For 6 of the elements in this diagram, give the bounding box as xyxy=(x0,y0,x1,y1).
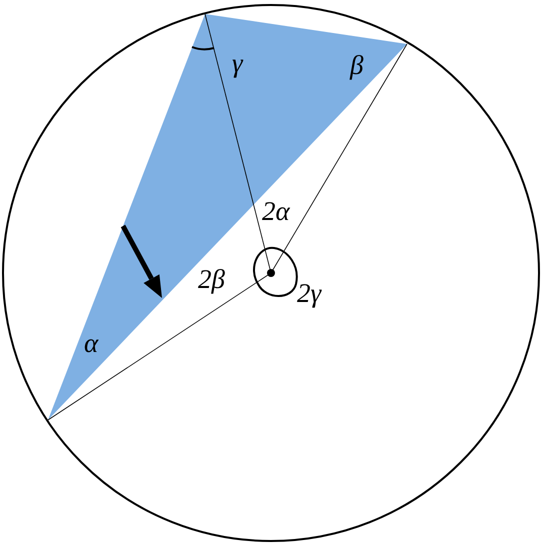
angle-label: γ xyxy=(232,50,243,77)
angle-label: 2γ xyxy=(297,280,322,307)
angle-label: 2α xyxy=(262,198,290,225)
angle-label: β xyxy=(350,52,364,79)
angle-label: α xyxy=(84,330,98,357)
angle-label: 2β xyxy=(198,266,225,293)
